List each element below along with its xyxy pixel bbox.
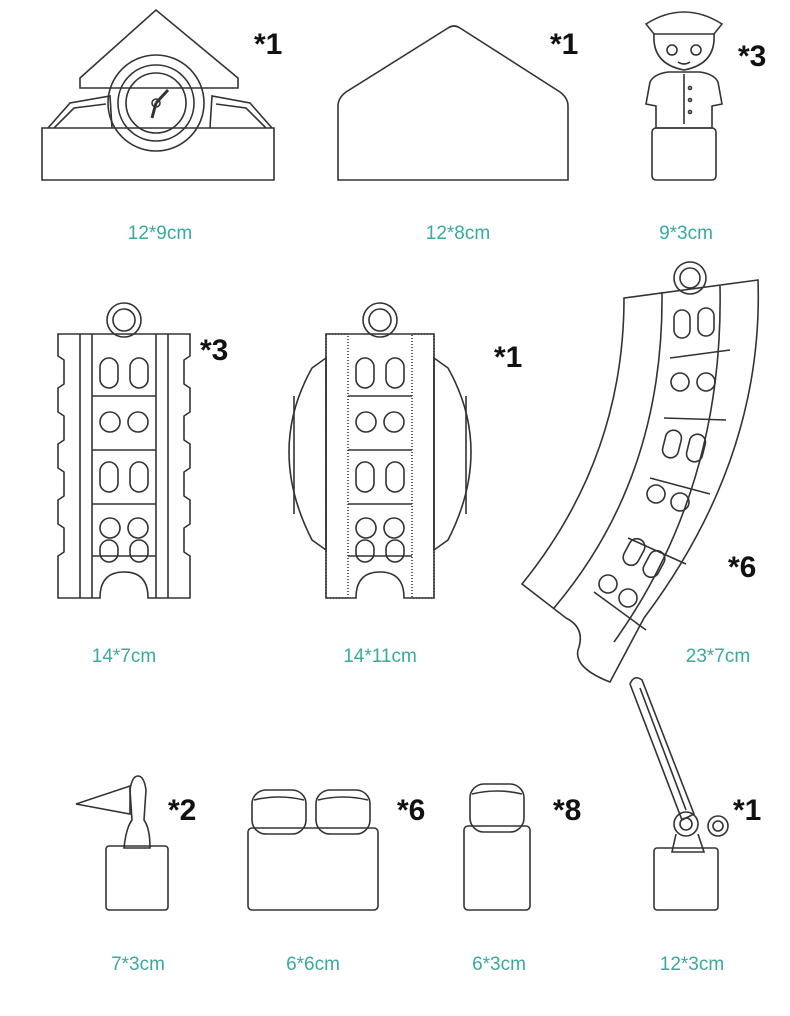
conductor-figure-size: 9*3cm	[659, 223, 713, 244]
conductor-figure-illustration	[634, 4, 734, 186]
curved-track-quantity: *6	[728, 551, 757, 584]
double-block-quantity: *6	[397, 794, 426, 827]
flag-signal-quantity: *2	[168, 794, 197, 827]
crossing-gate-size: 12*3cm	[659, 954, 725, 975]
curved-track-illustration	[514, 258, 766, 690]
flag-signal-illustration	[70, 772, 174, 914]
bridge-track-illustration	[272, 300, 488, 604]
crossing-gate-illustration	[624, 674, 734, 914]
single-block-quantity: *8	[553, 794, 582, 827]
double-block-size: 6*6cm	[286, 954, 340, 975]
roof-block-size: 12*8cm	[425, 223, 491, 244]
roof-block-quantity: *1	[550, 28, 579, 61]
double-block-illustration	[246, 782, 380, 914]
conductor-figure-quantity: *3	[738, 40, 767, 73]
bridge-track-quantity: *1	[494, 341, 523, 374]
flag-signal-size: 7*3cm	[111, 954, 165, 975]
clock-house-quantity: *1	[254, 28, 283, 61]
curved-track-size: 23*7cm	[685, 646, 751, 667]
roof-block-illustration	[334, 22, 574, 186]
crossing-gate-quantity: *1	[733, 794, 762, 827]
bridge-track-size: 14*11cm	[343, 646, 417, 667]
clock-house-size: 12*9cm	[127, 223, 193, 244]
straight-track-size: 14*7cm	[91, 646, 157, 667]
straight-track-illustration	[52, 300, 196, 604]
single-block-illustration	[462, 782, 532, 914]
clock-house-illustration	[40, 8, 280, 186]
straight-track-quantity: *3	[200, 334, 229, 367]
single-block-size: 6*3cm	[472, 954, 526, 975]
